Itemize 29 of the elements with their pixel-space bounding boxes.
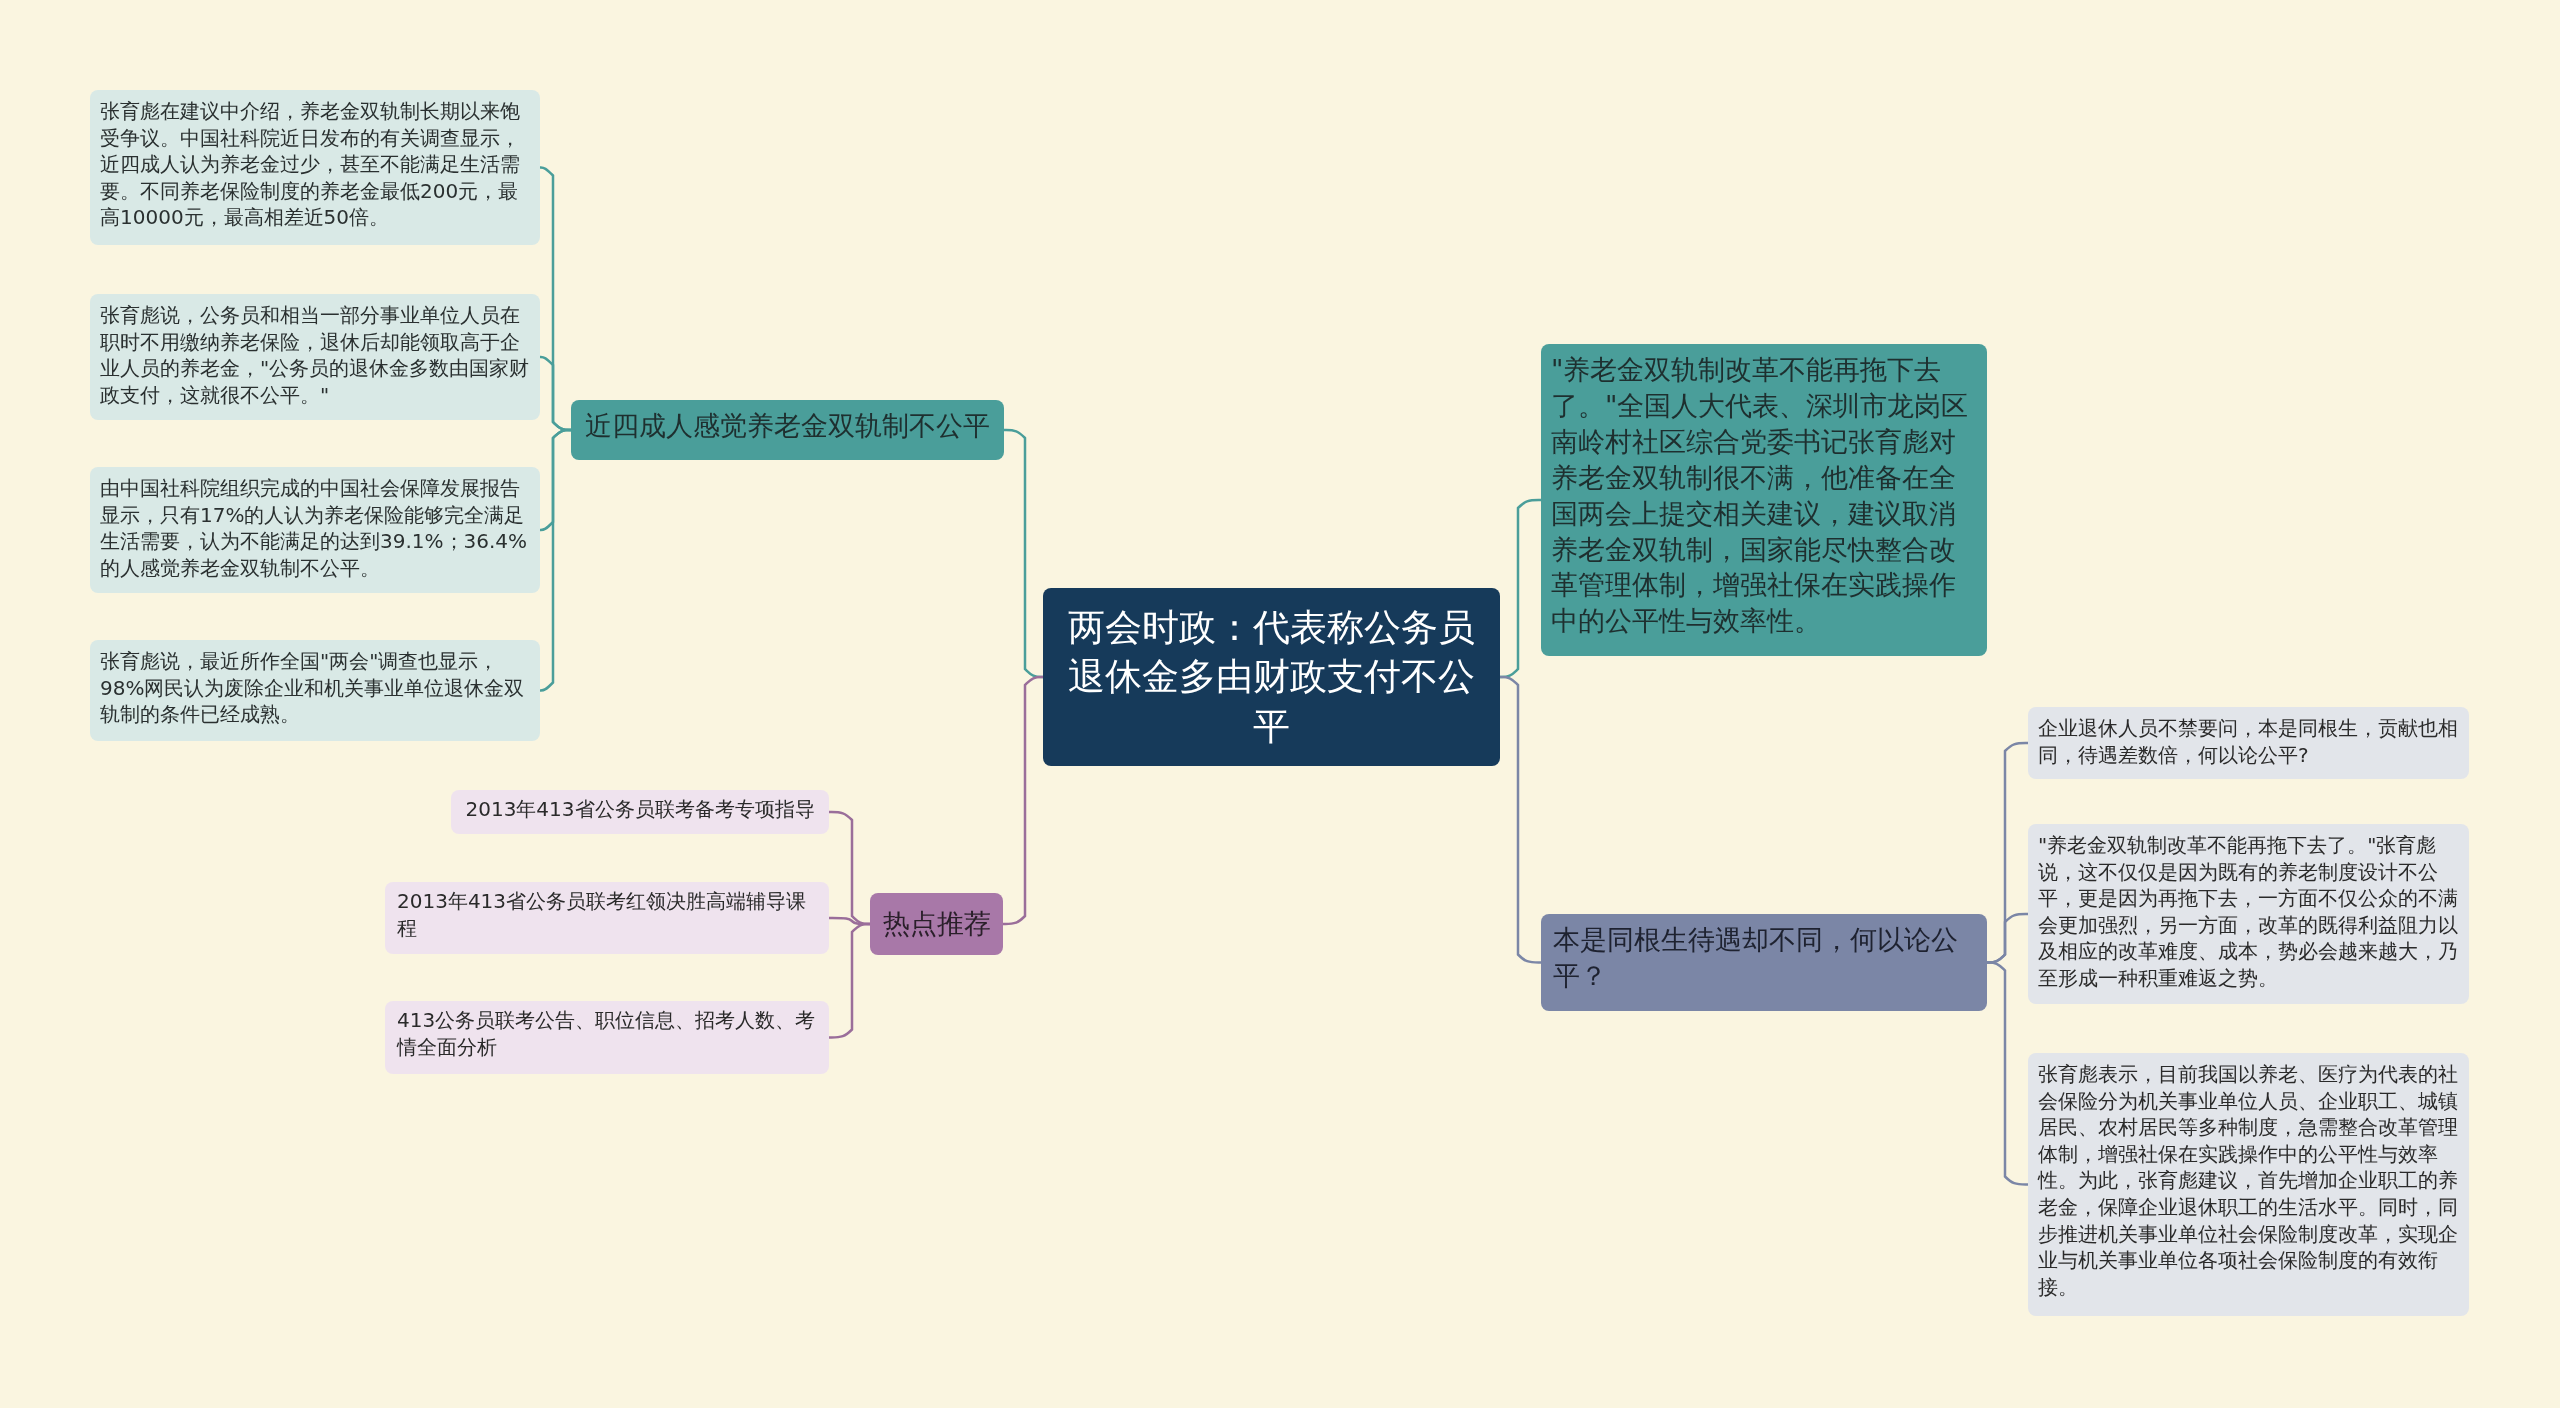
- note-card: [90, 640, 540, 741]
- link-text: 2013年413省公务员联考红领决胜高端辅导课程: [397, 888, 808, 942]
- branch-text: 本是同根生待遇却不同，何以论公平？: [1553, 923, 1959, 993]
- branch-card: [571, 400, 1004, 460]
- note-card: [2028, 824, 2469, 1004]
- topic-card: [1043, 588, 1500, 766]
- branch-card: [1541, 914, 1987, 1011]
- note-text: "养老金双轨制改革不能再拖下去了。"张育彪说，这不仅仅是因为既有的养老制度设计不公平，更是因为再拖下去，一方面不仅公众的不满会更加强烈，另一方面，改革的既得利益阻力以及相应的改革难度、成本，势必会越来越大，乃至形成一种积重难返之势。: [2038, 832, 2459, 992]
- link-text: 413公务员联考公告、职位信息、招考人数、考情全面分析: [397, 1007, 817, 1061]
- note-card: [2028, 707, 2469, 779]
- note-card: [90, 294, 540, 420]
- link-text: 2013年413省公务员联考备考专项指导: [465, 796, 815, 823]
- branch-text: "养老金双轨制改革不能再拖下去了。"全国人大代表、深圳市龙岗区南岭村社区综合党委书记张育彪对养老金双轨制很不满，他准备在全国两会上提交相关建议，建议取消养老金双轨制，国家能尽快整合改革管理体制，增强社保在实践操作中的公平性与效率性。: [1551, 353, 1970, 639]
- note-text: 企业退休人员不禁要问，本是同根生，贡献也相同，待遇差数倍，何以论公平?: [2038, 715, 2459, 769]
- note-text: 张育彪在建议中介绍，养老金双轨制长期以来饱受争议。中国社科院近日发布的有关调查显示，近四成人认为养老金过少，甚至不能满足生活需要。不同养老保险制度的养老金最低200元，最高10000元，最高相差近50倍。: [100, 98, 521, 231]
- connector-line: [539, 428, 571, 692]
- link-card: [385, 1001, 829, 1074]
- link-card: [385, 882, 829, 954]
- note-card: [90, 90, 540, 245]
- link-card: [451, 790, 829, 834]
- topic-text: 两会时政：代表称公务员退休金多由财政支付不公平: [1067, 605, 1476, 750]
- note-text: 由中国社科院组织完成的中国社会保障发展报告显示，只有17%的人认为养老保险能够完全满足生活需要，认为不能满足的达到39.1%；36.4%的人感觉养老金双轨制不公平。: [100, 475, 529, 582]
- branch-text: 热点推荐: [882, 907, 991, 942]
- branch-card: [870, 893, 1003, 955]
- note-text: 张育彪说，最近所作全国"两会"调查也显示，98%网民认为废除企业和机关事业单位退休金双轨制的条件已经成熟。: [100, 648, 526, 728]
- note-text: 张育彪表示，目前我国以养老、医疗为代表的社会保险分为机关事业单位人员、企业职工、城镇居民、农村居民等多种制度，急需整合改革管理体制，增强社保在实践操作中的公平性与效率性。为此，张育彪建议，首先增加企业职工的养老金，保障企业退休职工的生活水平。同时，同步推进机关事业单位社会保险制度改革，实现企业与机关事业单位各项社会保险制度的有效衔接。: [2038, 1061, 2459, 1301]
- branch-text: 近四成人感觉养老金双轨制不公平: [585, 409, 990, 443]
- note-card: [90, 467, 540, 593]
- note-text: 张育彪说，公务员和相当一部分事业单位人员在职时不用缴纳养老保险，退休后却能领取高于企业人员的养老金，"公务员的退休金多数由国家财政支付，这就很不公平。": [100, 302, 530, 409]
